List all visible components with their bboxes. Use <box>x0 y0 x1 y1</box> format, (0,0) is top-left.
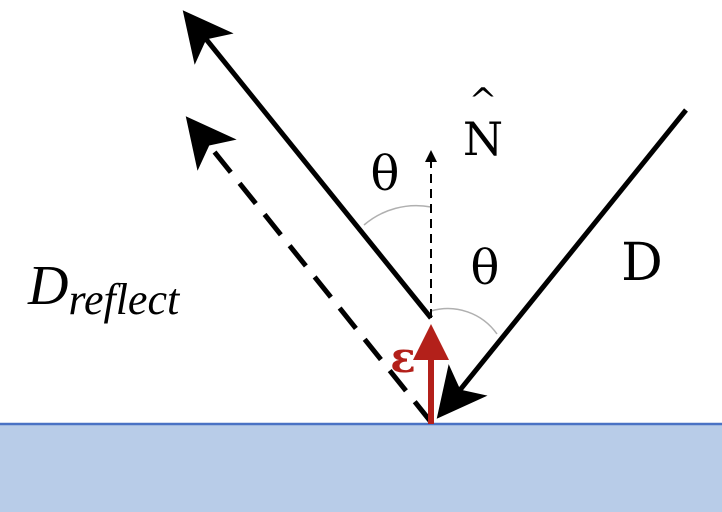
theta-reflect-label: θ <box>471 240 500 296</box>
epsilon-label: ε <box>390 333 416 382</box>
reflected-ray-label: Dreflect <box>27 255 181 324</box>
reflected-ray <box>182 10 433 320</box>
normal-hat-label: ^ <box>469 81 498 121</box>
reflected-ray-subscript: reflect <box>68 275 181 324</box>
surface <box>0 424 722 512</box>
incident-ray <box>436 108 688 419</box>
normal-label: N <box>463 112 503 166</box>
dashed-reflected-ray <box>185 116 433 424</box>
reflected-ray-main: D <box>27 255 68 317</box>
angle-arc-reflect <box>430 307 498 335</box>
angle-arc-incident <box>363 204 432 226</box>
theta-incident-label: θ <box>371 146 400 202</box>
incident-ray-label: D <box>621 233 663 293</box>
